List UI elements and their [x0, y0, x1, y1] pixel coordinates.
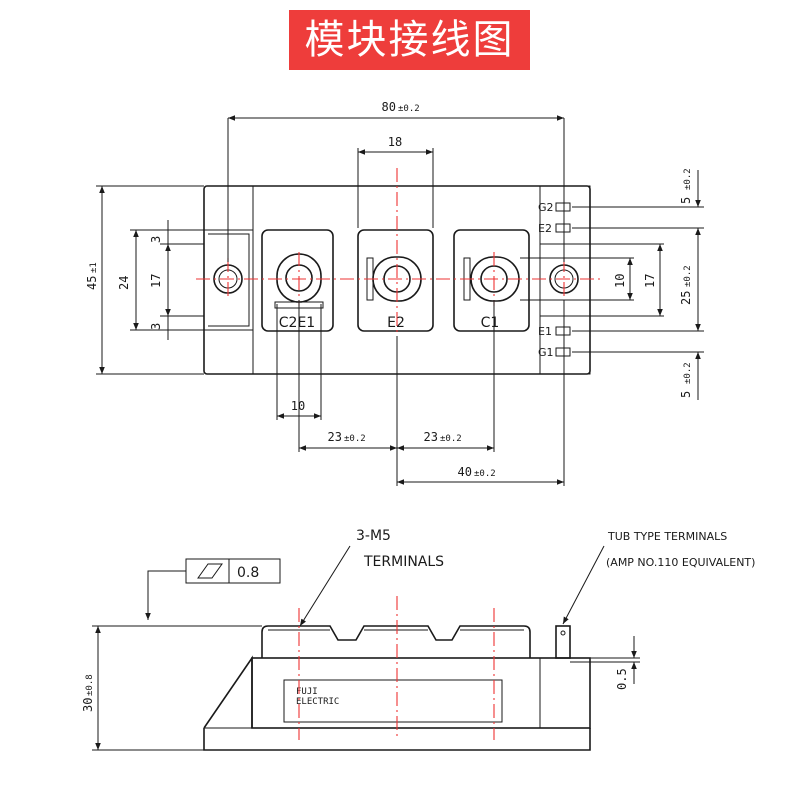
tab-label-e2: E2: [538, 222, 552, 235]
dim-overall-width: 80: [382, 100, 396, 114]
dim-left-outer: 24: [117, 276, 131, 290]
svg-text:±0.2: ±0.2: [683, 168, 693, 190]
svg-text:±0.2: ±0.2: [474, 469, 496, 479]
nameplate: [283, 679, 503, 723]
svg-text:±0.2: ±0.2: [344, 434, 366, 444]
dim-overall-height-tol: ±1: [89, 262, 99, 273]
terminal-label-e2: E2: [387, 315, 405, 331]
flatness-frame: [185, 558, 281, 584]
dim-right-outer: 17: [643, 274, 657, 288]
terminal-pad-c1: [453, 229, 530, 332]
dim-terminal-width: 10: [291, 399, 305, 413]
dim-height-tol: ±0.8: [85, 674, 95, 696]
dim-tab: 0.5: [615, 668, 629, 690]
base-plate: [203, 728, 591, 751]
top-view: C2E1 E2 C1 G2 E2 E1 G1 80 ±0.2 18 4: [85, 100, 704, 486]
dim-left-inner: 17: [149, 274, 163, 288]
dim-tab-pitch-bottom: 5: [679, 391, 693, 398]
dim-left-top: 3: [149, 236, 163, 243]
dim-right-inner: 10: [613, 274, 627, 288]
right-mount-ear: [539, 243, 590, 317]
logo-line1: FUJI: [296, 687, 318, 697]
module-body-side: [203, 655, 253, 729]
dim-tab-pitch-mid: 25: [679, 291, 693, 305]
svg-text:±0.2: ±0.2: [683, 265, 693, 287]
dim-overall-height: 45: [85, 276, 99, 290]
side-view: FUJI ELECTRIC 3-M5 TERMINALS TUB TYPE TE…: [81, 528, 755, 751]
terminal-label-c2e1: C2E1: [279, 315, 315, 331]
screw-note-line2: TERMINALS: [363, 554, 444, 570]
tab-label-g1: G1: [538, 346, 554, 359]
screw-note-line1: 3-M5: [356, 528, 391, 544]
dim-pitch-2: 23: [424, 430, 438, 444]
svg-text:±0.2: ±0.2: [683, 362, 693, 384]
dim-span: 40: [458, 465, 472, 479]
logo-line2: ELECTRIC: [296, 697, 339, 707]
tab-housing: [539, 185, 591, 375]
dim-left-bottom: 3: [149, 323, 163, 330]
dim-tab-pitch-top: 5: [679, 197, 693, 204]
dim-pitch-1: 23: [328, 430, 342, 444]
flatness-symbol-icon: [197, 563, 223, 579]
tab-note-line1: TUB TYPE TERMINALS: [607, 530, 727, 543]
tab-label-e1: E1: [538, 325, 552, 338]
title-banner: 模块接线图: [289, 10, 530, 70]
svg-text:±0.2: ±0.2: [440, 434, 462, 444]
terminal-pad-c2e1: [261, 229, 334, 332]
flatness-value: 0.8: [237, 565, 259, 581]
tab-note-line2: (AMP NO.110 EQUIVALENT): [606, 556, 755, 569]
terminal-pad-e2: [357, 229, 434, 332]
tab-label-g2: G2: [538, 201, 554, 214]
dim-center-terminal-width: 18: [388, 135, 402, 149]
terminal-label-c1: C1: [481, 315, 500, 331]
dim-overall-width-tol: ±0.2: [398, 104, 420, 114]
dim-height: 30: [81, 698, 95, 712]
tab-terminal: [555, 625, 571, 659]
